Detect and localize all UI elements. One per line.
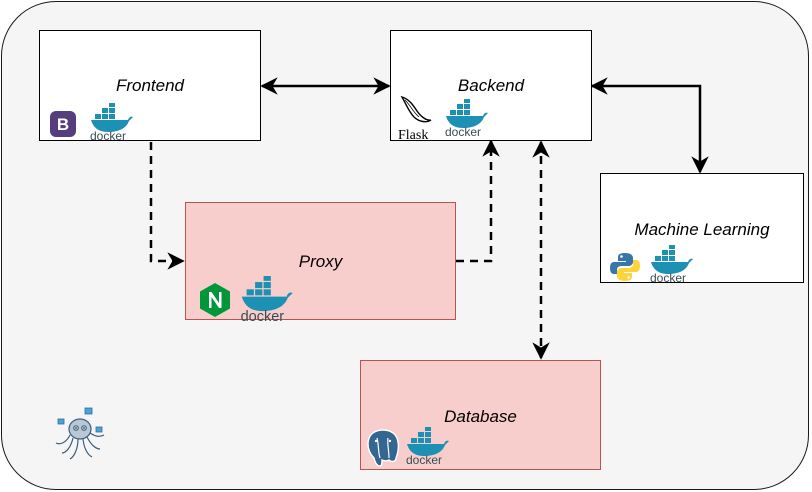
svg-text:docker: docker xyxy=(445,125,481,137)
database-label: Database xyxy=(444,407,517,426)
backend-label: Backend xyxy=(457,76,525,95)
frontend-node[interactable]: Frontend xyxy=(39,30,261,141)
svg-text:docker: docker xyxy=(406,453,442,465)
svg-text:B: B xyxy=(57,115,69,134)
proxy-node[interactable]: Proxy xyxy=(185,202,456,320)
frontend-label: Frontend xyxy=(115,76,185,95)
flask-icon: Flask xyxy=(398,95,432,141)
svg-text:docker: docker xyxy=(90,129,126,141)
postgresql-icon xyxy=(367,429,400,467)
machine-learning-node[interactable]: Machine Learning xyxy=(600,173,804,283)
kubernetes-octopus-icon xyxy=(55,407,105,460)
docker-icon: docker xyxy=(406,427,449,465)
nginx-icon xyxy=(200,283,230,317)
svg-text:docker: docker xyxy=(241,309,285,322)
backend-node[interactable]: Backend xyxy=(390,30,592,141)
bootstrap-icon: B xyxy=(50,111,76,137)
svg-text:Flask: Flask xyxy=(398,128,428,141)
docker-icon: docker xyxy=(445,99,488,137)
docker-icon: docker xyxy=(650,245,693,283)
docker-icon: docker xyxy=(241,276,293,322)
edge-frontend-proxy xyxy=(149,142,185,270)
python-icon xyxy=(610,253,640,281)
machine-learning-label: Machine Learning xyxy=(634,220,770,239)
edge-backend-machine-learning xyxy=(590,77,709,174)
database-node[interactable]: Database xyxy=(360,360,601,470)
svg-text:docker: docker xyxy=(650,271,686,283)
docker-icon: docker xyxy=(90,103,133,141)
proxy-label: Proxy xyxy=(298,252,343,271)
edge-proxy-backend xyxy=(456,139,500,263)
